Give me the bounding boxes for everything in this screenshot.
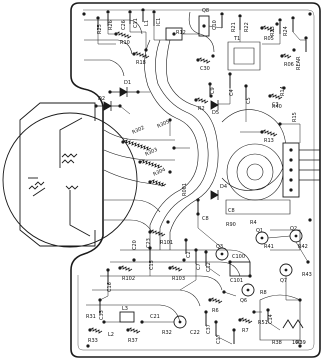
label-c12: C12 (206, 262, 212, 272)
resistors (89, 25, 292, 334)
label-d1: D1 (124, 80, 131, 86)
label-q3: Q3 (216, 244, 223, 250)
label-c101: C101 (230, 278, 243, 284)
label-c14: C14 (268, 314, 274, 324)
label-r31: R31 (86, 314, 96, 320)
label-c5: C5 (246, 97, 252, 104)
label-c16: C16 (107, 282, 113, 292)
label-r304: R304 (152, 167, 166, 178)
label-r4: R4 (250, 220, 257, 226)
label-r101: R101 (160, 240, 173, 246)
label-c4: C4 (229, 89, 235, 96)
label-r21: R21 (231, 22, 237, 32)
label-c23: C23 (146, 238, 152, 248)
copper-areas (84, 11, 301, 341)
label-t1: T1 (233, 36, 240, 42)
label-r90: R90 (226, 222, 236, 228)
ics-transistors (119, 15, 304, 329)
label-r41: R41 (264, 244, 274, 250)
label-r103: R103 (172, 276, 185, 282)
label-q8: Q8 (202, 8, 209, 14)
label-r40: R40 (272, 104, 282, 110)
traces (97, 24, 309, 345)
label-c7: C7 (196, 263, 202, 270)
label-r37: R37 (128, 338, 138, 344)
label-q2: Q2 (290, 226, 297, 232)
label-c22: C22 (190, 330, 200, 336)
label-r7: R7 (242, 328, 249, 334)
label-c33: C33 (99, 310, 105, 320)
label-r51: R51 (258, 320, 268, 326)
label-r6: R6 (212, 308, 219, 314)
label-r38: R38 (272, 340, 282, 346)
label-r26: R26 (108, 20, 114, 30)
label-l3: L3 (122, 306, 128, 312)
stator-windings (19, 102, 96, 247)
board-inner-edge (77, 9, 315, 351)
label-c8: C8 (202, 216, 209, 222)
label-d5: D5 (212, 110, 219, 116)
label-c3: C3 (272, 102, 279, 108)
label-r15: R15 (292, 112, 298, 122)
label-r39: R39 (296, 340, 306, 346)
label-r303: R303 (144, 147, 158, 158)
label-r32: R32 (162, 330, 172, 336)
label-r42: R42 (298, 244, 308, 250)
label-r06: R06 (284, 62, 294, 68)
label-r14: R14 (280, 86, 286, 96)
label-r22: R22 (244, 22, 250, 32)
label-c2: C2 (186, 251, 192, 258)
label-r23: R23 (270, 26, 276, 36)
diodes (96, 87, 219, 200)
label-rear: REAR (296, 56, 302, 70)
label-r102: R102 (122, 276, 135, 282)
label-c100: C100 (232, 254, 245, 260)
component-labels: REAR R25 R26 C26 C11 L1 IC1 C10 R21 R22 … (86, 8, 312, 346)
label-r001: R001 (182, 183, 188, 196)
label-c9: C9 (210, 87, 216, 94)
label-r24: R24 (283, 26, 289, 36)
label-q7: Q7 (280, 278, 287, 284)
label-q1: Q1 (256, 228, 263, 234)
label-r302: R302 (131, 125, 145, 136)
label-c20: C20 (132, 240, 138, 250)
label-d2: D2 (98, 96, 105, 102)
label-l1: L1 (144, 20, 150, 26)
label-r10: R10 (120, 40, 130, 46)
label-c15: C15 (149, 260, 155, 270)
label-ic1: IC1 (156, 18, 162, 26)
label-c17: C17 (216, 334, 222, 344)
label-r305: R305 (156, 119, 170, 130)
label-c37: C37 (206, 324, 212, 334)
label-c30: C30 (200, 66, 210, 72)
small-components (97, 12, 307, 344)
label-l2: L2 (108, 332, 114, 338)
label-c8b: C8 (228, 208, 235, 214)
label-r18: R18 (136, 60, 146, 66)
label-c26: C26 (121, 20, 127, 30)
label-r43: R43 (302, 272, 312, 278)
label-100: 100 (292, 340, 302, 346)
label-r12: R12 (176, 30, 186, 36)
label-r05: R05 (264, 36, 274, 42)
connector-block (282, 142, 320, 198)
board-outline (70, 2, 321, 358)
label-c11: C11 (133, 18, 139, 28)
label-r2: R2 (198, 106, 205, 112)
label-c10: C10 (212, 20, 218, 30)
label-c21: C21 (150, 314, 160, 320)
label-q6: Q6 (240, 298, 247, 304)
label-r13: R13 (264, 138, 274, 144)
label-r25: R25 (97, 24, 103, 34)
stator-circle (2, 112, 138, 248)
label-r33: R33 (88, 338, 98, 344)
label-d4: D4 (220, 184, 227, 190)
label-r8: R8 (260, 290, 267, 296)
